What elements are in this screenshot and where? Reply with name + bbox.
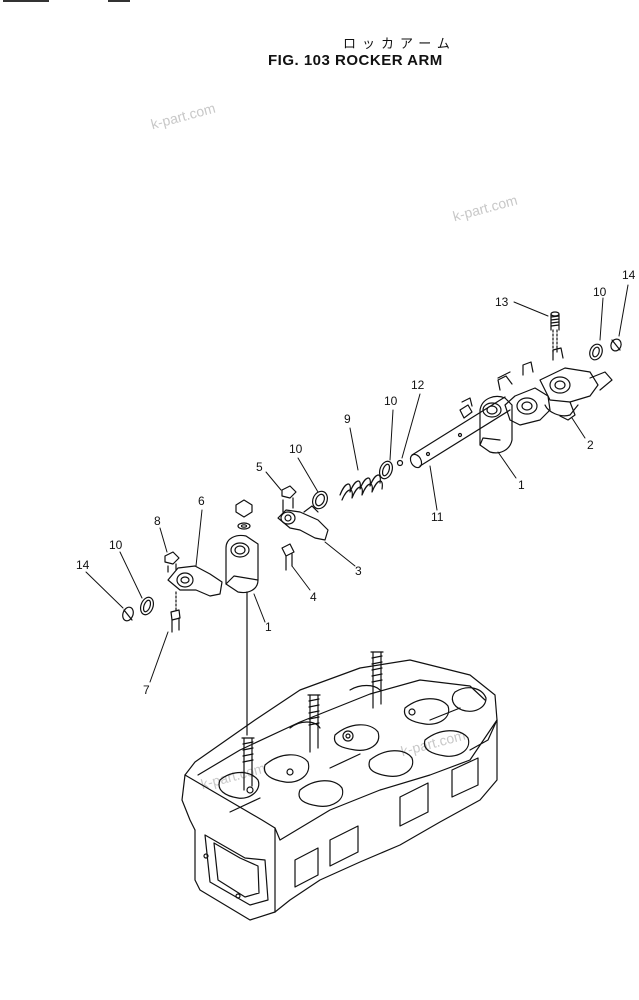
callout-9: 9 (344, 412, 351, 426)
center-rocker-arm (277, 485, 329, 571)
adjusting-screw (550, 311, 560, 353)
callout-1: 1 (265, 620, 272, 634)
figure-title: FIG. 103 ROCKER ARM (268, 52, 443, 69)
figure-title-japanese: ロッカアーム (343, 37, 456, 52)
callout-4: 4 (310, 590, 317, 604)
callout-3: 3 (355, 564, 362, 578)
spring-and-washers (312, 459, 404, 510)
callout-10: 10 (109, 538, 123, 552)
left-shaft-support (225, 499, 259, 594)
callout-10: 10 (384, 394, 398, 408)
right-rocker-arms (497, 347, 613, 426)
callout-leaders (85, 284, 629, 683)
right-shaft-support (459, 395, 513, 454)
callout-7: 7 (143, 683, 150, 697)
callout-14: 14 (622, 268, 636, 282)
callout-13: 13 (495, 295, 509, 309)
callout-10: 10 (289, 442, 303, 456)
cylinder-head (181, 591, 498, 921)
callout-2: 2 (587, 438, 594, 452)
callout-11: 11 (431, 510, 444, 524)
header-rule-right (108, 0, 130, 2)
callout-14: 14 (76, 558, 90, 572)
callout-8: 8 (154, 514, 161, 528)
rocker-shaft (409, 396, 511, 469)
callout-12: 12 (411, 378, 425, 392)
callout-5: 5 (256, 460, 263, 474)
left-rocker-arm (122, 551, 223, 633)
right-washer-and-clip (589, 338, 622, 361)
callout-10: 10 (593, 285, 607, 299)
callout-1: 1 (518, 478, 525, 492)
callout-6: 6 (198, 494, 205, 508)
header-rule-left (3, 0, 49, 2)
